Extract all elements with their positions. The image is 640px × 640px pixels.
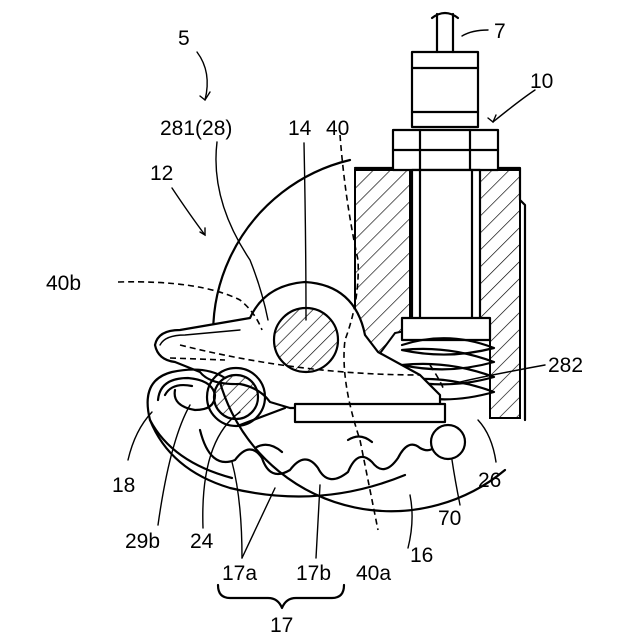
- label-10: 10: [530, 70, 553, 93]
- label-40b: 40b: [46, 272, 81, 295]
- label-282: 282: [548, 354, 583, 377]
- label-14: 14: [288, 117, 312, 140]
- label-12: 12: [150, 162, 173, 185]
- label-7: 7: [494, 20, 506, 43]
- label-29b: 29b: [125, 530, 160, 553]
- label-281: 281(28): [160, 117, 232, 140]
- brace-17: [218, 585, 344, 608]
- label-17b: 17b: [296, 562, 331, 585]
- label-26: 26: [478, 469, 501, 492]
- label-18: 18: [112, 474, 135, 497]
- label-17a: 17a: [222, 562, 257, 585]
- label-70: 70: [438, 507, 461, 530]
- label-24: 24: [190, 530, 214, 553]
- label-40a: 40a: [356, 562, 391, 585]
- ball: [431, 425, 465, 459]
- label-16: 16: [410, 544, 433, 567]
- cam-teeth: [200, 430, 440, 479]
- label-40: 40: [326, 117, 349, 140]
- label-5: 5: [178, 27, 190, 50]
- label-17: 17: [270, 614, 293, 637]
